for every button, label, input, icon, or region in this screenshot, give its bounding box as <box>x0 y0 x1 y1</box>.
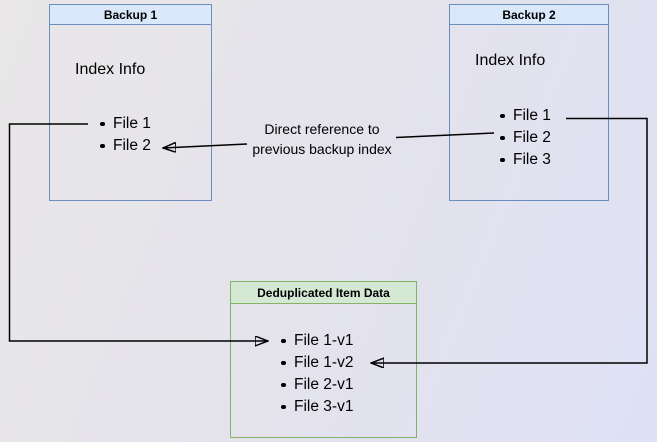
bullet-icon <box>100 143 105 149</box>
backup2-file-list: File 1 File 2 File 3 <box>500 105 551 171</box>
dedup-box: Deduplicated Item Data <box>230 281 417 438</box>
edge-label-direct-reference: Direct reference to previous backup inde… <box>228 119 416 159</box>
list-item: File 1 <box>500 105 551 127</box>
backup2-box: Backup 2 <box>449 4 609 201</box>
backup1-title: Backup 1 <box>50 5 211 25</box>
backup1-index-info-label: Index Info <box>75 61 146 78</box>
backup1-box: Backup 1 <box>49 4 212 201</box>
dedup-file-list: File 1-v1 File 1-v2 File 2-v1 File 3-v1 <box>281 330 353 418</box>
list-item: File 2-v1 <box>281 374 353 396</box>
edge-label-line2: previous backup index <box>252 141 392 157</box>
bullet-icon <box>500 113 505 119</box>
file-label: File 1-v2 <box>294 354 354 371</box>
file-label: File 3-v1 <box>294 398 354 415</box>
file-label: File 2-v1 <box>294 376 354 393</box>
list-item: File 2 <box>100 135 151 157</box>
file-label: File 2 <box>513 129 551 146</box>
edge-label-line1: Direct reference to <box>264 121 380 137</box>
backup2-title: Backup 2 <box>450 5 608 25</box>
list-item: File 3-v1 <box>281 396 353 418</box>
bullet-icon <box>100 121 105 127</box>
list-item: File 1-v1 <box>281 330 353 352</box>
file-label: File 1 <box>113 115 151 132</box>
file-label: File 3 <box>513 151 551 168</box>
list-item: File 3 <box>500 149 551 171</box>
backup2-index-info-label: Index Info <box>475 52 546 69</box>
bullet-icon <box>500 157 505 163</box>
list-item: File 1 <box>100 113 151 135</box>
file-label: File 1-v1 <box>294 332 354 349</box>
file-label: File 1 <box>513 107 551 124</box>
bullet-icon <box>281 404 286 410</box>
bullet-icon <box>281 360 286 366</box>
list-item: File 1-v2 <box>281 352 353 374</box>
backup1-file-list: File 1 File 2 <box>100 113 151 157</box>
list-item: File 2 <box>500 127 551 149</box>
file-label: File 2 <box>113 137 151 154</box>
bullet-icon <box>281 338 286 344</box>
dedup-title: Deduplicated Item Data <box>231 282 416 304</box>
bullet-icon <box>281 382 286 388</box>
bullet-icon <box>500 135 505 141</box>
